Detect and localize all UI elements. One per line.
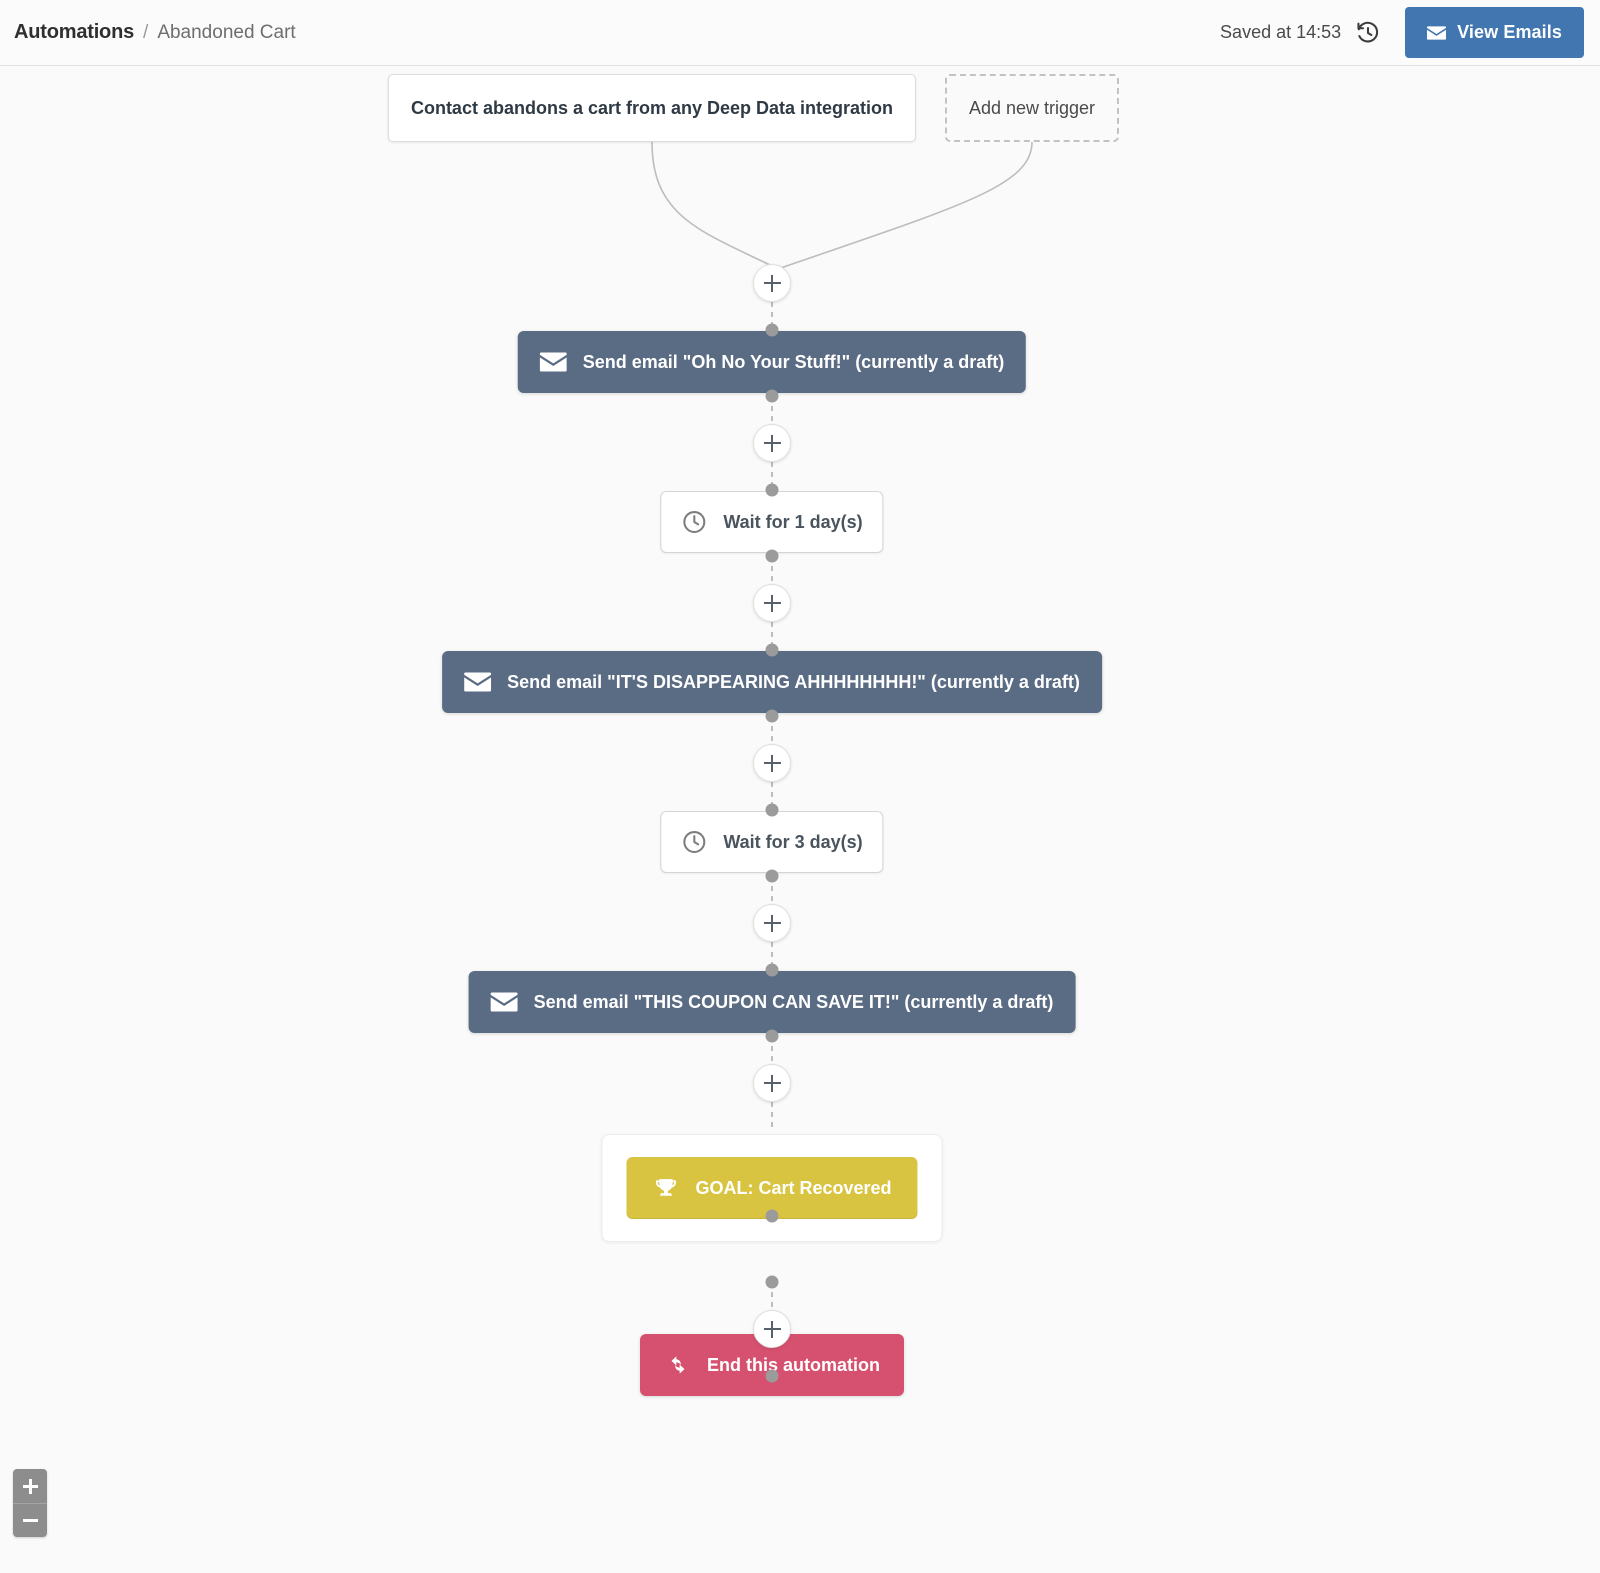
envelope-icon xyxy=(464,672,492,692)
trigger-card[interactable]: Contact abandons a cart from any Deep Da… xyxy=(387,74,917,142)
step-node-wait-1[interactable]: Wait for 1 day(s) xyxy=(660,491,884,553)
step-label: Wait for 1 day(s) xyxy=(723,511,863,532)
zoom-in-button[interactable] xyxy=(13,1469,47,1503)
envelope-icon xyxy=(490,992,518,1012)
view-emails-label: View Emails xyxy=(1457,22,1562,42)
envelope-icon xyxy=(1427,25,1447,40)
step-node-goal[interactable]: GOAL: Cart Recovered xyxy=(601,1134,943,1242)
connector-dot xyxy=(765,1369,779,1383)
minus-icon xyxy=(22,1519,38,1522)
plus-icon xyxy=(28,1478,32,1494)
header-actions: Saved at 14:53 View Emails xyxy=(1220,0,1600,65)
email-action-node[interactable]: Send email "IT'S DISAPPEARING AHHHHHHHH!… xyxy=(442,651,1102,713)
trigger-node-add-new[interactable]: Add new trigger xyxy=(944,74,1120,142)
envelope-icon xyxy=(539,352,567,372)
trophy-icon xyxy=(652,1176,679,1201)
add-new-trigger-card[interactable]: Add new trigger xyxy=(944,74,1120,142)
clock-icon xyxy=(681,829,707,855)
step-label: GOAL: Cart Recovered xyxy=(695,1177,892,1198)
step-label: Send email "THIS COUPON CAN SAVE IT!" (c… xyxy=(533,991,1054,1012)
add-step-button-5[interactable] xyxy=(753,904,791,942)
connector-dot xyxy=(765,709,779,723)
saved-status-text: Saved at 14:53 xyxy=(1220,22,1342,42)
zoom-out-button[interactable] xyxy=(13,1503,47,1537)
connector-dot xyxy=(765,1275,779,1289)
connector-dot xyxy=(765,803,779,817)
add-step-button-6[interactable] xyxy=(753,1064,791,1102)
breadcrumb-current-page: Abandoned Cart xyxy=(157,22,296,43)
step-node-email-1[interactable]: Send email "Oh No Your Stuff!" (currentl… xyxy=(517,331,1027,393)
add-step-button-4[interactable] xyxy=(753,744,791,782)
goal-container: GOAL: Cart Recovered xyxy=(601,1134,943,1242)
step-label: Wait for 3 day(s) xyxy=(723,831,863,852)
step-label: Send email "IT'S DISAPPEARING AHHHHHHHH!… xyxy=(507,671,1080,692)
trigger-label: Contact abandons a cart from any Deep Da… xyxy=(410,97,894,118)
connector-dot xyxy=(765,483,779,497)
zoom-controls xyxy=(13,1469,47,1537)
clock-icon xyxy=(681,509,707,535)
breadcrumb: Automations / Abandoned Cart xyxy=(14,21,296,44)
connector-dot xyxy=(765,549,779,563)
step-node-wait-2[interactable]: Wait for 3 day(s) xyxy=(660,811,884,873)
add-step-button-1[interactable] xyxy=(753,264,791,302)
view-emails-button[interactable]: View Emails xyxy=(1405,7,1584,58)
flow-diagram: Contact abandons a cart from any Deep Da… xyxy=(0,66,1600,1573)
step-label: Send email "Oh No Your Stuff!" (currentl… xyxy=(582,351,1005,372)
connector-dot xyxy=(765,869,779,883)
add-step-button-2[interactable] xyxy=(753,424,791,462)
split-arrows-icon xyxy=(664,1354,692,1376)
trigger-node-1[interactable]: Contact abandons a cart from any Deep Da… xyxy=(387,74,917,142)
step-node-email-3[interactable]: Send email "THIS COUPON CAN SAVE IT!" (c… xyxy=(468,971,1076,1033)
step-node-email-2[interactable]: Send email "IT'S DISAPPEARING AHHHHHHHH!… xyxy=(442,651,1102,713)
connector-dot xyxy=(765,389,779,403)
goal-action-node[interactable]: GOAL: Cart Recovered xyxy=(626,1157,918,1219)
add-step-button-7[interactable] xyxy=(753,1310,791,1348)
add-step-button-3[interactable] xyxy=(753,584,791,622)
history-clock-icon[interactable] xyxy=(1353,18,1383,48)
wait-action-node[interactable]: Wait for 3 day(s) xyxy=(660,811,884,873)
connector-dot xyxy=(765,323,779,337)
wait-action-node[interactable]: Wait for 1 day(s) xyxy=(660,491,884,553)
flow-canvas[interactable]: Contact abandons a cart from any Deep Da… xyxy=(0,66,1600,1573)
connector-dot xyxy=(765,1209,779,1223)
connector-dot xyxy=(765,1029,779,1043)
connector-dot xyxy=(765,643,779,657)
breadcrumb-automations-link[interactable]: Automations xyxy=(14,21,135,43)
connector-dot xyxy=(765,963,779,977)
email-action-node[interactable]: Send email "THIS COUPON CAN SAVE IT!" (c… xyxy=(468,971,1076,1033)
step-label: End this automation xyxy=(707,1354,880,1375)
add-new-trigger-label: Add new trigger xyxy=(968,97,1096,118)
app-header: Automations / Abandoned Cart Saved at 14… xyxy=(0,0,1600,66)
email-action-node[interactable]: Send email "Oh No Your Stuff!" (currentl… xyxy=(517,331,1027,393)
breadcrumb-separator: / xyxy=(143,22,149,43)
